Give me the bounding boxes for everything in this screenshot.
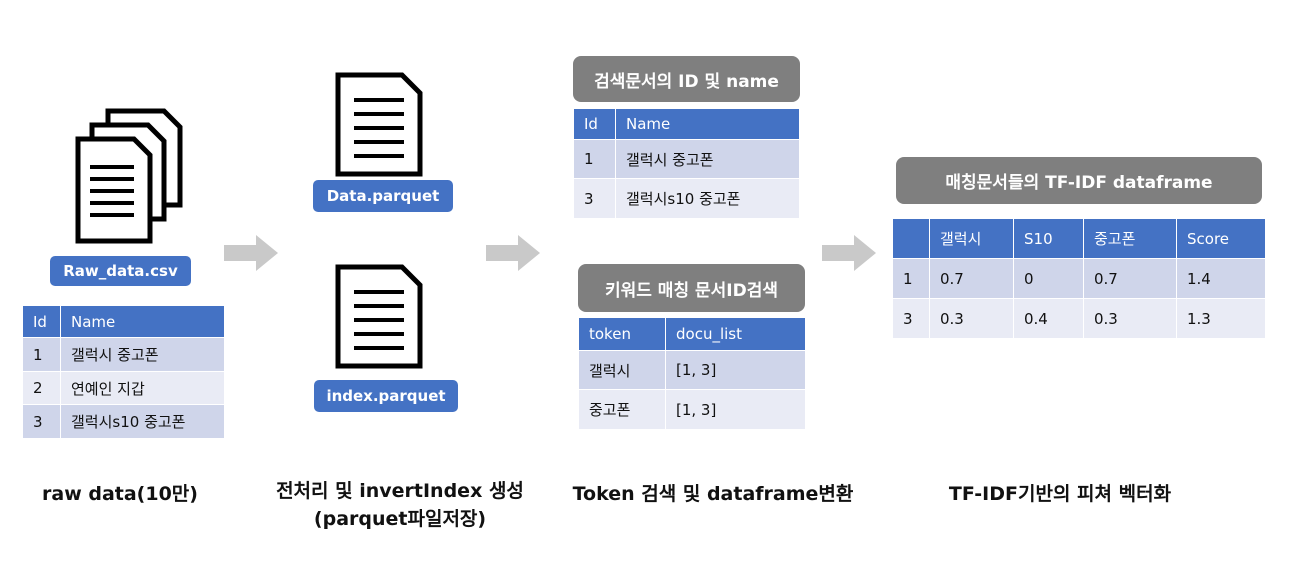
right-arrow-icon [224, 235, 278, 271]
table-cell: 갤럭시 중고폰 [615, 139, 800, 179]
table-header: Id [22, 305, 61, 338]
table-cell: 0.3 [1083, 298, 1177, 339]
table-header: Name [615, 108, 800, 140]
table-row: 3 갤럭시s10 중고폰 [573, 178, 800, 219]
table-row: 1 0.7 0 0.7 1.4 [892, 258, 1266, 299]
table-cell: 1.4 [1176, 258, 1266, 299]
table-row: 1 갤럭시 중고폰 [22, 337, 225, 372]
table-cell: 1 [892, 258, 930, 299]
right-arrow-icon [822, 235, 876, 271]
table-cell: [1, 3] [665, 389, 806, 430]
preprocess-caption-line2: (parquet파일저장) [313, 508, 487, 530]
document-stack-icon [75, 108, 183, 244]
table-cell: 0.7 [1083, 258, 1177, 299]
tfidf-table: 갤럭시 S10 중고폰 Score 1 0.7 0 0.7 1.4 3 0.3 … [892, 218, 1266, 339]
raw-data-table: Id Name 1 갤럭시 중고폰 2 연예인 지갑 3 갤럭시s10 중고폰 [22, 305, 225, 439]
table-header [892, 218, 930, 259]
raw-data-caption: raw data(10만) [42, 483, 198, 505]
table-cell: 3 [22, 404, 61, 439]
table-header: docu_list [665, 317, 806, 351]
table-header: Score [1176, 218, 1266, 259]
table-cell: 연예인 지갑 [60, 371, 225, 405]
table-cell: 1 [22, 337, 61, 372]
table-header: Id [573, 108, 616, 140]
result-table-title: 검색문서의 ID 및 name [573, 56, 800, 102]
table-row: 3 0.3 0.4 0.3 1.3 [892, 298, 1266, 339]
keyword-table: token docu_list 갤럭시 [1, 3] 중고폰 [1, 3] [578, 317, 806, 430]
table-cell: 3 [892, 298, 930, 339]
index-parquet-label: index.parquet [314, 380, 458, 412]
search-caption: Token 검색 및 dataframe변환 [572, 483, 854, 505]
table-cell: 1.3 [1176, 298, 1266, 339]
table-cell: 갤럭시 중고폰 [60, 337, 225, 372]
table-header: S10 [1013, 218, 1084, 259]
raw-data-file-label: Raw_data.csv [50, 256, 191, 286]
table-header: 갤럭시 [929, 218, 1014, 259]
table-cell: 갤럭시s10 중고폰 [615, 178, 800, 219]
data-parquet-label: Data.parquet [313, 180, 453, 212]
result-table: Id Name 1 갤럭시 중고폰 3 갤럭시s10 중고폰 [573, 108, 800, 219]
table-row: 2 연예인 지갑 [22, 371, 225, 405]
table-cell: 0.7 [929, 258, 1014, 299]
table-header: token [578, 317, 666, 351]
table-row: 3 갤럭시s10 중고폰 [22, 404, 225, 439]
preprocess-caption-line1: 전처리 및 invertIndex 생성 [276, 480, 524, 502]
preprocess-caption: 전처리 및 invertIndex 생성 (parquet파일저장) [250, 477, 550, 533]
table-cell: 0.3 [929, 298, 1014, 339]
table-cell: [1, 3] [665, 350, 806, 390]
table-cell: 2 [22, 371, 61, 405]
right-arrow-icon [486, 235, 540, 271]
table-header: Name [60, 305, 225, 338]
table-cell: 중고폰 [578, 389, 666, 430]
table-row: 갤럭시 [1, 3] [578, 350, 806, 390]
tfidf-table-title: 매칭문서들의 TF-IDF dataframe [896, 157, 1262, 204]
table-cell: 갤럭시s10 중고폰 [60, 404, 225, 439]
table-cell: 3 [573, 178, 616, 219]
keyword-table-title: 키워드 매칭 문서ID검색 [578, 264, 805, 312]
table-cell: 0.4 [1013, 298, 1084, 339]
tfidf-caption: TF-IDF기반의 피쳐 벡터화 [948, 483, 1172, 505]
document-icon [335, 264, 423, 369]
table-cell: 갤럭시 [578, 350, 666, 390]
table-row: 1 갤럭시 중고폰 [573, 139, 800, 179]
table-row: 중고폰 [1, 3] [578, 389, 806, 430]
table-header: 중고폰 [1083, 218, 1177, 259]
table-cell: 1 [573, 139, 616, 179]
table-cell: 0 [1013, 258, 1084, 299]
document-icon [335, 72, 423, 177]
